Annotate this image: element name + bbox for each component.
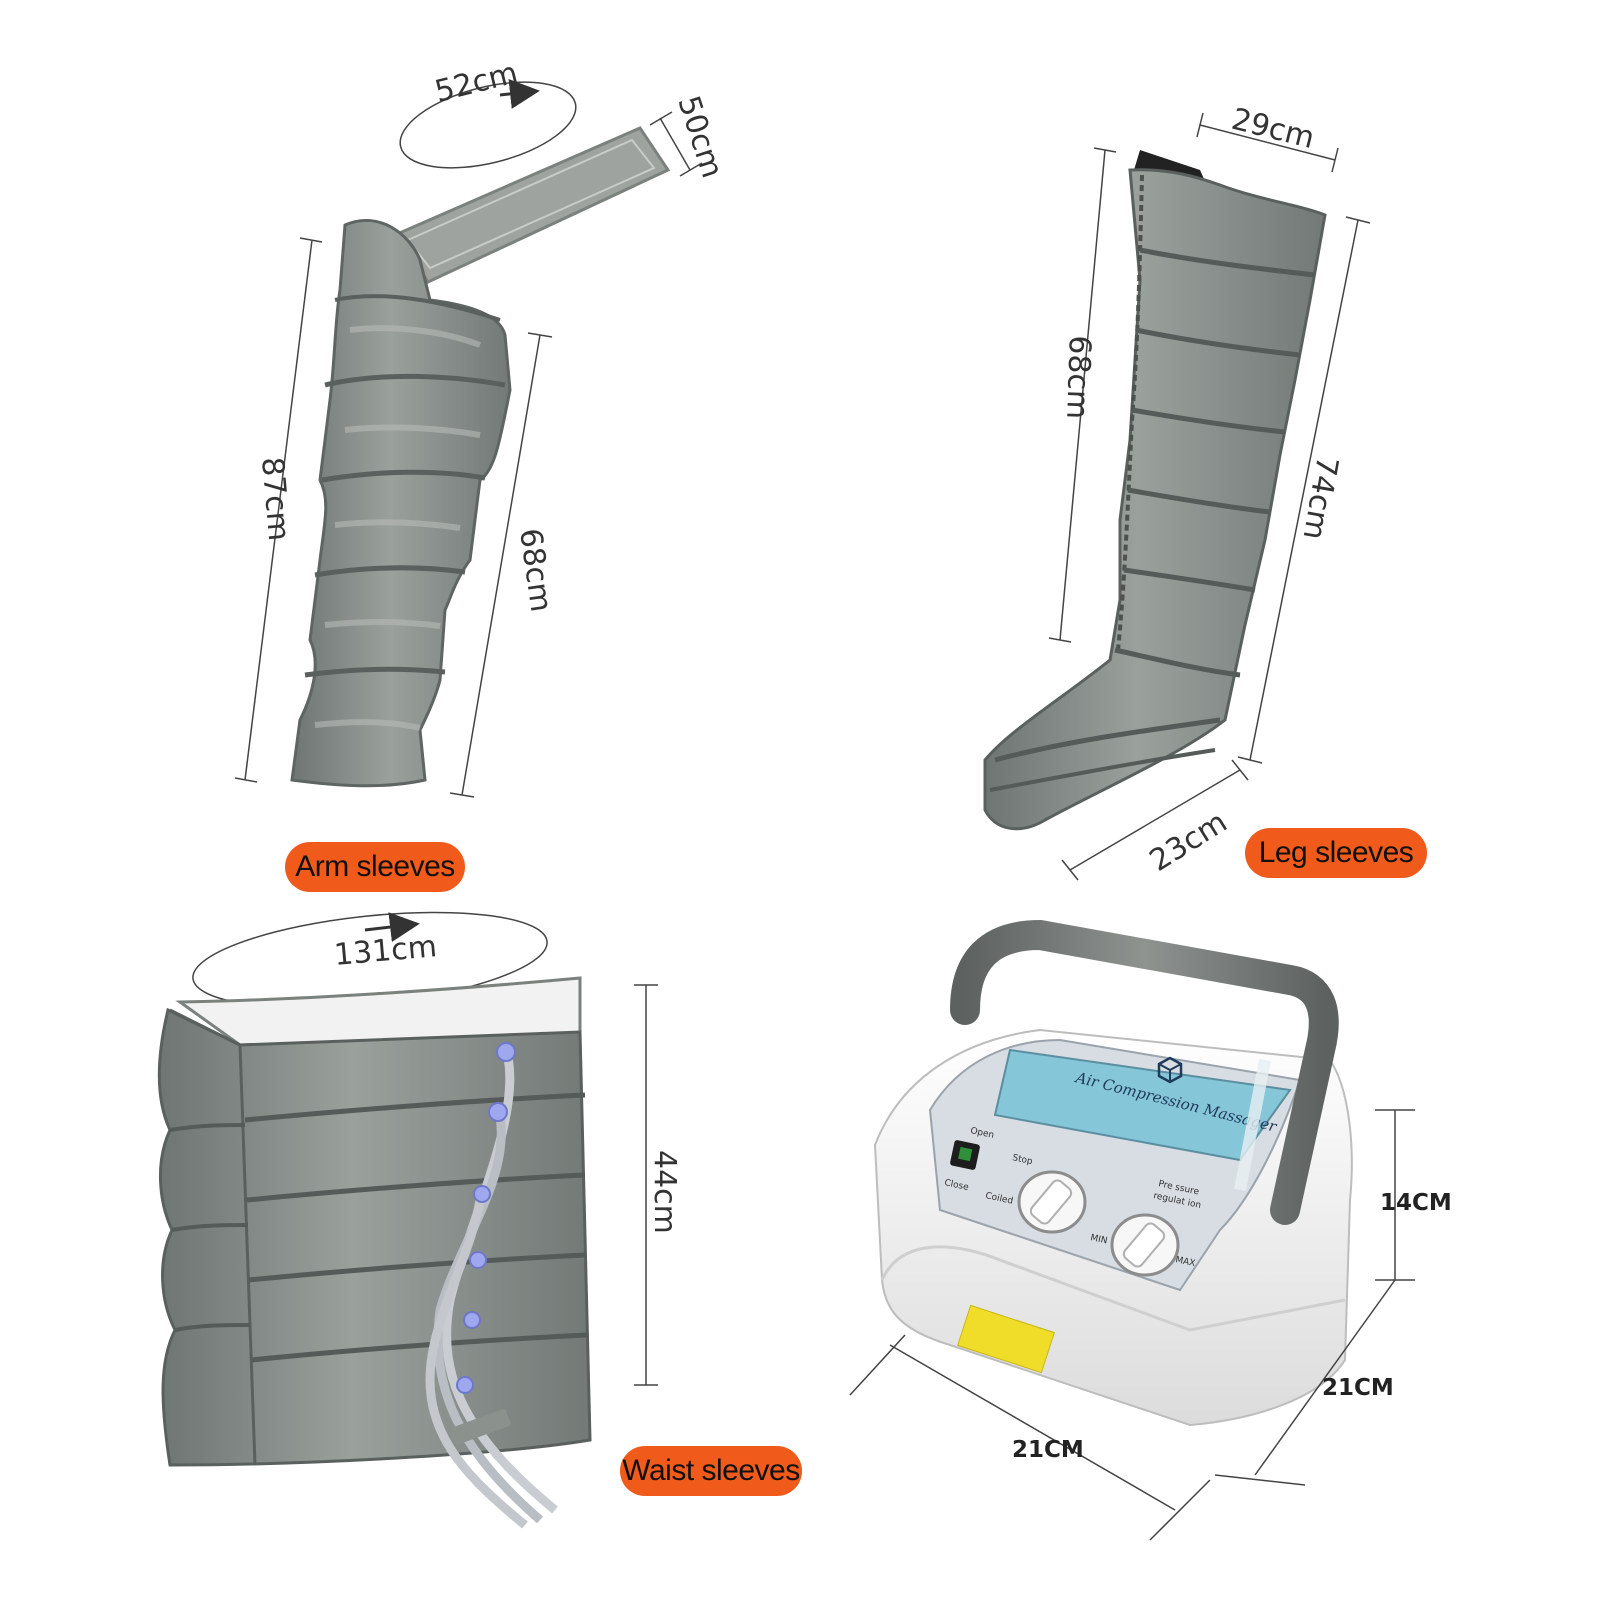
waist-circumference-label: 131cm — [333, 929, 439, 973]
leg-sleeves-label: Leg sleeves — [1245, 828, 1427, 878]
arm-circumference-label: 52cm — [431, 56, 521, 110]
device-depth-label: 21CM — [1322, 1375, 1394, 1401]
device-logo-icon — [1157, 1056, 1183, 1084]
arm-sleeves-label: Arm sleeves — [285, 842, 465, 892]
leg-top-width-label: 29cm — [1228, 102, 1318, 156]
leg-inner-length-label: 68cm — [1059, 335, 1097, 420]
leg-dimension-lines — [1048, 112, 1371, 881]
arm-sleeve-length-label: 68cm — [512, 526, 558, 614]
waist-height-label: 44cm — [647, 1150, 682, 1234]
arm-dimension-lines — [234, 81, 703, 798]
device-width-label: 21CM — [1012, 1437, 1084, 1463]
waist-sleeve-image — [157, 911, 592, 1529]
arm-strap-label: 50cm — [670, 92, 729, 183]
arm-total-length-label: 87cm — [254, 456, 296, 543]
circ-arrow-arm — [499, 79, 540, 109]
timer-knob — [1017, 1170, 1087, 1234]
leg-foot-width-label: 23cm — [1144, 805, 1234, 879]
waist-sleeves-label: Waist sleeves — [620, 1446, 802, 1496]
device-height-label: 14CM — [1380, 1190, 1452, 1216]
knob-min-label: MIN — [1089, 1233, 1108, 1246]
air-compression-device-image: Air Compression Massager Open Close Stop… — [873, 919, 1353, 1427]
device-dimension-lines — [849, 1109, 1415, 1541]
leg-outer-length-label: 74cm — [1296, 454, 1345, 543]
leg-sleeve-image — [983, 150, 1327, 831]
pressure-knob — [1110, 1213, 1180, 1277]
waist-dimension-lines — [634, 984, 658, 1386]
knob-max-label: MAX — [1174, 1255, 1196, 1269]
knob-stop-label: Stop — [1011, 1153, 1033, 1167]
arm-sleeve-image — [290, 126, 671, 788]
switch-open-label: Open — [969, 1126, 995, 1141]
